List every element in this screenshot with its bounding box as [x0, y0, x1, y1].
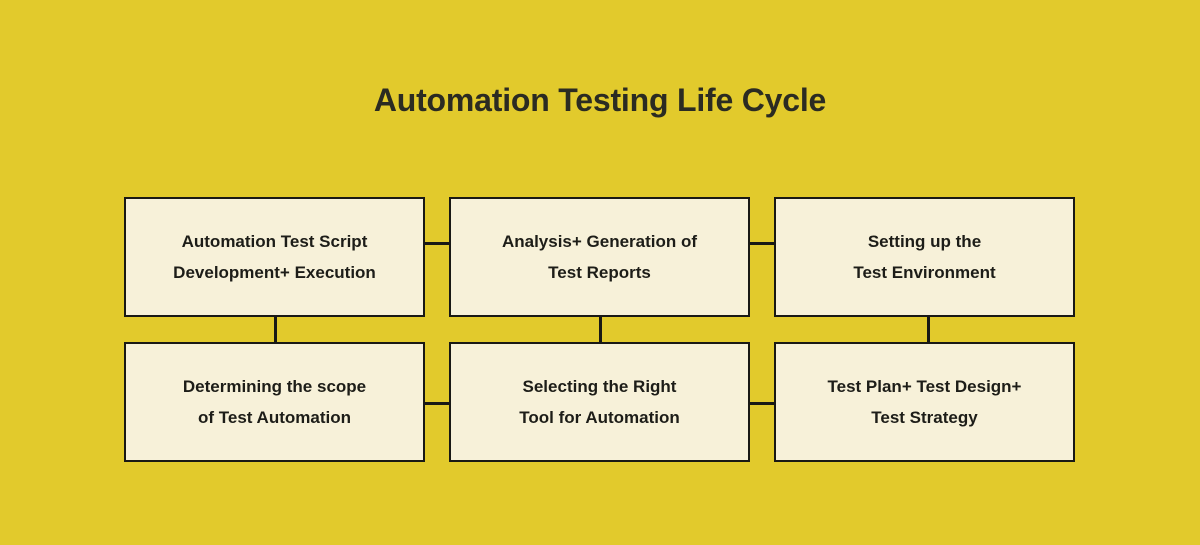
flow-node-label: Determining the scope of Test Automation: [182, 377, 367, 427]
connector-col3-row1-row2: [927, 317, 930, 342]
flow-node-label: Setting up the Test Environment: [853, 232, 996, 282]
flow-node-automation-test-script-development-execution[interactable]: Automation Test Script Development+ Exec…: [124, 197, 425, 317]
flow-node-setting-up-the-test-environment[interactable]: Setting up the Test Environment: [774, 197, 1075, 317]
flow-node-label: Selecting the Right Tool for Automation: [519, 377, 680, 427]
flow-node-label: Test Plan+ Test Design+ Test Strategy: [827, 377, 1022, 427]
flow-node-test-plan-test-design-test-strategy[interactable]: Test Plan+ Test Design+ Test Strategy: [774, 342, 1075, 462]
page-title: Automation Testing Life Cycle: [373, 82, 827, 118]
flow-node-determining-the-scope-of-test-automation[interactable]: Determining the scope of Test Automation: [124, 342, 425, 462]
connector-row1-col1-col2: [425, 242, 449, 245]
connector-row1-col2-col3: [750, 242, 774, 245]
flow-node-label: Analysis+ Generation of Test Reports: [501, 232, 698, 282]
flow-node-analysis-generation-of-test-reports[interactable]: Analysis+ Generation of Test Reports: [449, 197, 750, 317]
connector-col1-row1-row2: [274, 317, 277, 342]
connector-row2-col2-col3: [750, 402, 774, 405]
flow-node-selecting-the-right-tool-for-automation[interactable]: Selecting the Right Tool for Automation: [449, 342, 750, 462]
connector-row2-col1-col2: [425, 402, 449, 405]
flow-node-label: Automation Test Script Development+ Exec…: [173, 232, 376, 282]
connector-col2-row1-row2: [599, 317, 602, 342]
